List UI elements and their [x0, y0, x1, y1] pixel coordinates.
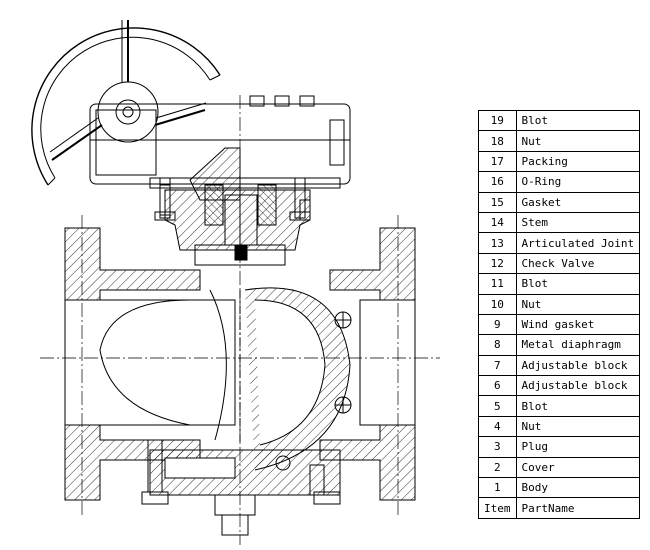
part-item-number: 7	[478, 354, 517, 377]
part-name: Nut	[515, 293, 641, 315]
part-item-number: 12	[478, 252, 517, 275]
part-item-number: 19	[478, 109, 517, 132]
header-part-name: PartName	[515, 497, 641, 519]
part-item-number: 3	[478, 436, 517, 458]
part-item-number: 9	[478, 313, 517, 336]
part-item-number: 5	[478, 395, 517, 417]
part-item-number: 18	[478, 130, 517, 152]
top-bolts	[154, 177, 311, 221]
part-name: Metal diaphragm	[515, 334, 641, 356]
part-item-number: 17	[478, 150, 517, 173]
part-item-number: 8	[478, 334, 517, 356]
part-item-number: 1	[478, 477, 517, 499]
bonnet	[159, 184, 311, 266]
part-name: Plug	[515, 436, 641, 458]
part-name: Articulated Joint	[515, 232, 641, 254]
part-item-number: 2	[478, 456, 517, 479]
part-name: Wind gasket	[515, 313, 641, 336]
part-item-number: 16	[478, 171, 517, 193]
part-item-number: 14	[478, 211, 517, 234]
handwheel	[31, 20, 221, 186]
part-name: O-Ring	[515, 171, 641, 193]
part-name: Blot	[515, 273, 641, 295]
valve-section-drawing	[31, 20, 440, 545]
gearbox	[89, 95, 351, 201]
part-name: Blot	[515, 109, 641, 132]
part-name: Blot	[515, 395, 641, 417]
part-name: Adjustable block	[515, 375, 641, 397]
part-name: Body	[515, 477, 641, 499]
part-name: Adjustable block	[515, 354, 641, 377]
part-name: Gasket	[515, 191, 641, 213]
part-item-number: 15	[478, 191, 517, 213]
part-name: Stem	[515, 211, 641, 234]
center-lines	[40, 95, 440, 545]
part-item-number: 10	[478, 293, 517, 315]
part-name: Packing	[515, 150, 641, 173]
part-name: Nut	[515, 415, 641, 438]
part-item-number: 11	[478, 273, 517, 295]
part-name: Check Valve	[515, 252, 641, 275]
part-name: Cover	[515, 456, 641, 479]
part-item-number: 4	[478, 415, 517, 438]
part-item-number: 6	[478, 375, 517, 397]
header-item: Item	[478, 497, 517, 519]
part-name: Nut	[515, 130, 641, 152]
part-item-number: 13	[478, 232, 517, 254]
plug	[99, 287, 352, 471]
